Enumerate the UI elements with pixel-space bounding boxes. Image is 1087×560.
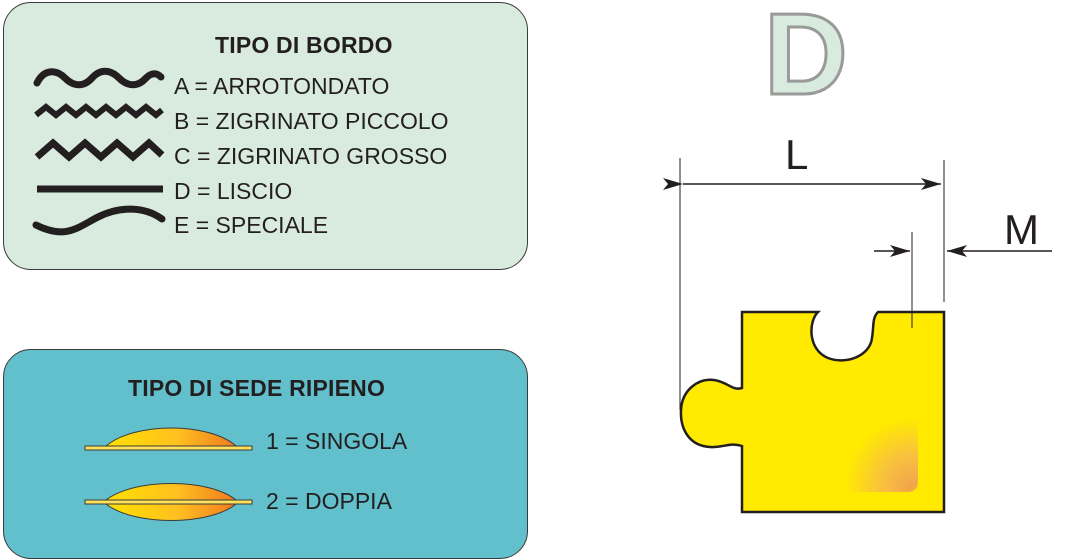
edge-type-icons — [32, 67, 166, 236]
edge-type-c-label: C = ZIGRINATO GROSSO — [174, 143, 448, 169]
large-zigzag-icon — [34, 138, 165, 162]
rounded-wave-icon — [33, 67, 165, 89]
filling-seat-panel: TIPO DI SEDE RIPIENO 1 = SINGOLA 2 = DOP… — [3, 349, 528, 559]
small-zigzag-icon — [34, 103, 164, 119]
filling-seat-icons — [84, 427, 253, 521]
piece-shading — [800, 371, 918, 492]
filling-seat-1-label: 1 = SINGOLA — [266, 428, 408, 454]
edge-type-e-label: E = SPECIALE — [174, 212, 329, 238]
margin-label: M — [1004, 206, 1039, 253]
filling-seat-2-label: 2 = DOPPIA — [266, 488, 392, 514]
edge-type-d-label: D = LISCIO — [174, 178, 293, 204]
single-pocket-icon — [84, 427, 253, 451]
edge-type-title: TIPO DI BORDO — [215, 32, 393, 58]
edge-type-b-label: B = ZIGRINATO PICCOLO — [174, 108, 449, 134]
special-curve-icon — [32, 205, 166, 236]
edge-code-letter: D — [763, 0, 850, 119]
double-pocket-icon — [84, 483, 253, 521]
edge-type-a-label: A = ARROTONDATO — [174, 73, 390, 99]
length-label: L — [785, 131, 809, 178]
filling-seat-title: TIPO DI SEDE RIPIENO — [128, 375, 386, 401]
edge-type-panel: TIPO DI BORDO A = ARROTONDATO B = ZIGRIN… — [3, 2, 528, 270]
